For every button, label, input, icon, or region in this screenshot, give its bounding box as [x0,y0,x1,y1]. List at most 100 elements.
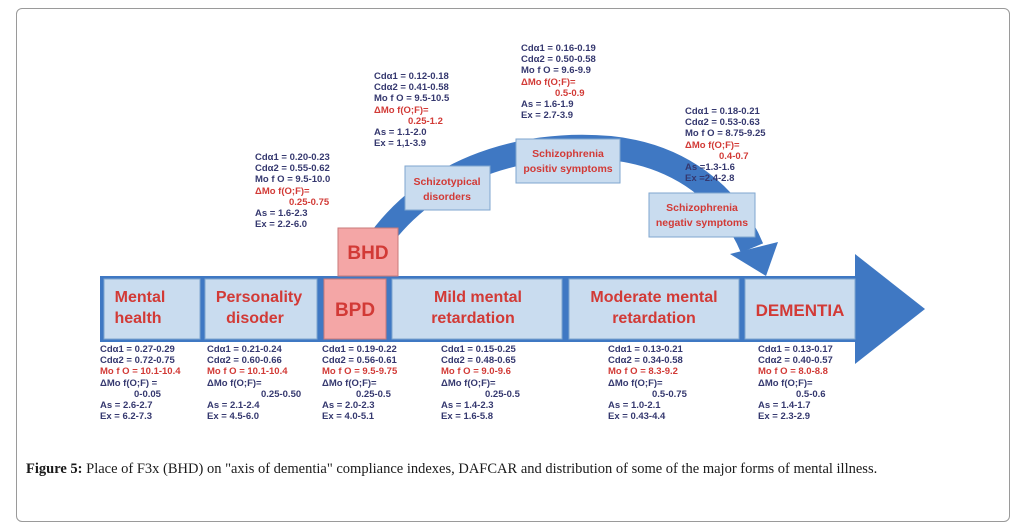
stat-line: Ex = 6.2-7.3 [100,411,153,423]
stat-line: Mo f O = 9.5-9.75 [322,366,398,378]
axis-box-mild [391,278,563,340]
stats-block-bhd: Cdα1 = 0.20-0.23 Cdα2 = 0.55-0.62 Mo f O… [255,152,330,230]
axis-label-mental-health-1: Mental [115,289,166,306]
stats-block-bpd: Cdα1 = 0.19-0.22 Cdα2 = 0.56-0.61 Mo f O… [322,344,397,422]
axis-box-dementia [744,278,856,340]
stats-block-moderate: Cdα1 = 0.13-0.21 Cdα2 = 0.34-0.58 Mo f O… [608,344,687,422]
stat-line: ΔMo f(O;F)= [521,76,576,88]
stat-line: ΔMo f(O;F)= [758,377,813,389]
figure-frame [16,8,1010,522]
stat-line: 0-0.05 [134,388,161,400]
stat-line: Ex = 4.0-5.1 [322,411,375,423]
stat-line: Cdα2 = 0.40-0.57 [758,355,833,367]
axis-label-dementia: DEMENTIA [756,301,845,320]
stat-line: ΔMo f(O;F)= [255,185,310,197]
stat-line: Cdα1 = 0.12-0.18 [374,71,449,82]
stat-line: As = 2.1-2.4 [207,400,260,412]
stats-block-positive: Cdα1 = 0.16-0.19 Cdα2 = 0.50-0.58 Mo f O… [521,43,596,121]
stats-block-dementia: Cdα1 = 0.13-0.17 Cdα2 = 0.40-0.57 Mo f O… [758,344,833,422]
stat-line: Cdα1 = 0.18-0.21 [685,106,760,117]
stat-line: As = 1.4-2.3 [441,400,494,412]
stat-line: ΔMo f(O;F)= [608,377,663,389]
arc-label-negative-1: Schizophrenia [666,202,738,214]
axis-arrow-head [855,254,925,364]
axis-box-moderate [568,278,740,340]
axis-box-personality [204,278,318,340]
stat-line: Cdα2 = 0.34-0.58 [608,355,683,367]
caption-label: Figure 5: [26,461,83,477]
stat-line: Cdα2 = 0.72-0.75 [100,355,175,367]
arc-box-schizotypical [404,165,491,211]
stat-line: 0.5-0.75 [652,388,687,400]
arc-box-positive [515,138,621,184]
stat-line: ΔMo f(O;F)= [685,139,740,151]
stat-line: Cdα1 = 0.13-0.21 [608,344,683,355]
stat-line: Cdα2 = 0.53-0.63 [685,117,760,129]
stat-line: Cdα2 = 0.60-0.66 [207,355,282,367]
stat-line: 0.4-0.7 [719,150,749,162]
stat-line: Ex = 1.6-5.8 [441,411,494,423]
stat-line: ΔMo f(O;F)= [322,377,377,389]
stat-line: Cdα2 = 0.41-0.58 [374,82,449,94]
stat-line: Cdα2 = 0.50-0.58 [521,54,596,66]
bhd-box [337,227,399,277]
axis-label-bpd: BPD [335,300,375,321]
stat-line: As = 1.1-2.0 [374,127,427,139]
axis-label-personality-2: disoder [226,310,284,327]
stat-line: Ex = 2.3-2.9 [758,411,811,423]
stat-line: Ex =2.4-2.8 [685,173,735,185]
figure-caption: Figure 5: Place of F3x (BHD) on "axis of… [26,460,1006,478]
stat-line: Mo f O = 8.75-9.25 [685,128,766,140]
stat-line: As = 1.0-2.1 [608,400,661,412]
stat-line: Ex = 0.43-4.4 [608,411,666,423]
arc-label-negative-2: negativ symptoms [656,217,748,229]
axis-label-mental-health-2: health [114,310,161,327]
stat-line: ΔMo f(O;F) = [100,377,158,389]
axis-label-mild-1: Mild mental [434,289,522,306]
stat-line: 0.5-0.9 [555,87,585,99]
caption-text: Place of F3x (BHD) on "axis of dementia"… [82,461,878,477]
stat-line: Mo f O = 9.5-10.0 [255,174,331,186]
stat-line: 0.5-0.6 [796,388,826,400]
stat-line: Ex = 4.5-6.0 [207,411,260,423]
stat-line: Ex = 1,1-3.9 [374,138,427,150]
axis-label-moderate-1: Moderate mental [590,289,717,306]
stat-line: Ex = 2.2-6.0 [255,219,308,231]
stat-line: As = 1.4-1.7 [758,400,811,412]
stat-line: Ex = 2.7-3.9 [521,110,574,122]
stat-line: Mo f O = 9.6-9.9 [521,65,591,77]
stat-line: 0.25-0.5 [356,388,391,400]
stat-line: 0.25-1.2 [408,115,443,127]
stat-line: Mo f O = 9.5-10.5 [374,93,450,105]
stat-line: Mo f O = 10.1-10.4 [207,366,288,378]
stat-line: Cdα1 = 0.21-0.24 [207,344,282,355]
stat-line: Cdα1 = 0.19-0.22 [322,344,397,355]
stat-line: 0.25-0.50 [261,388,302,400]
arc-label-positive-1: Schizophrenia [532,148,604,160]
stat-line: Mo f O = 8.0-8.8 [758,366,828,378]
stat-line: Cdα2 = 0.56-0.61 [322,355,397,367]
stat-line: Cdα1 = 0.15-0.25 [441,344,516,355]
arc-arrow-head [730,242,778,276]
stat-line: Mo f O = 8.3-9.2 [608,366,678,378]
stat-line: As = 1.6-1.9 [521,99,574,111]
axis-label-personality-1: Personality [216,289,302,306]
stat-line: ΔMo f(O;F)= [441,377,496,389]
stats-block-schizotypical: Cdα1 = 0.12-0.18 Cdα2 = 0.41-0.58 Mo f O… [374,71,449,149]
arc-label-schizotypical-2: disorders [423,191,471,203]
stat-line: As = 1.6-2.3 [255,208,308,220]
stat-line: 0.25-0.5 [485,388,520,400]
stat-line: As = 2.0-2.3 [322,400,375,412]
stat-line: Cdα2 = 0.55-0.62 [255,163,330,175]
stat-line: ΔMo f(O;F)= [374,104,429,116]
stat-line: Cdα1 = 0.13-0.17 [758,344,833,355]
stats-block-mild: Cdα1 = 0.15-0.25 Cdα2 = 0.48-0.65 Mo f O… [441,344,520,422]
arc-label-positive-2: positiv symptoms [523,163,612,175]
stat-line: Cdα2 = 0.48-0.65 [441,355,516,367]
stats-block-personality: Cdα1 = 0.21-0.24 Cdα2 = 0.60-0.66 Mo f O… [207,344,301,422]
stat-line: Mo f O = 10.1-10.4 [100,366,181,378]
stat-line: ΔMo f(O;F)= [207,377,262,389]
bhd-label: BHD [347,243,388,264]
axis-label-mild-2: retardation [431,310,515,327]
